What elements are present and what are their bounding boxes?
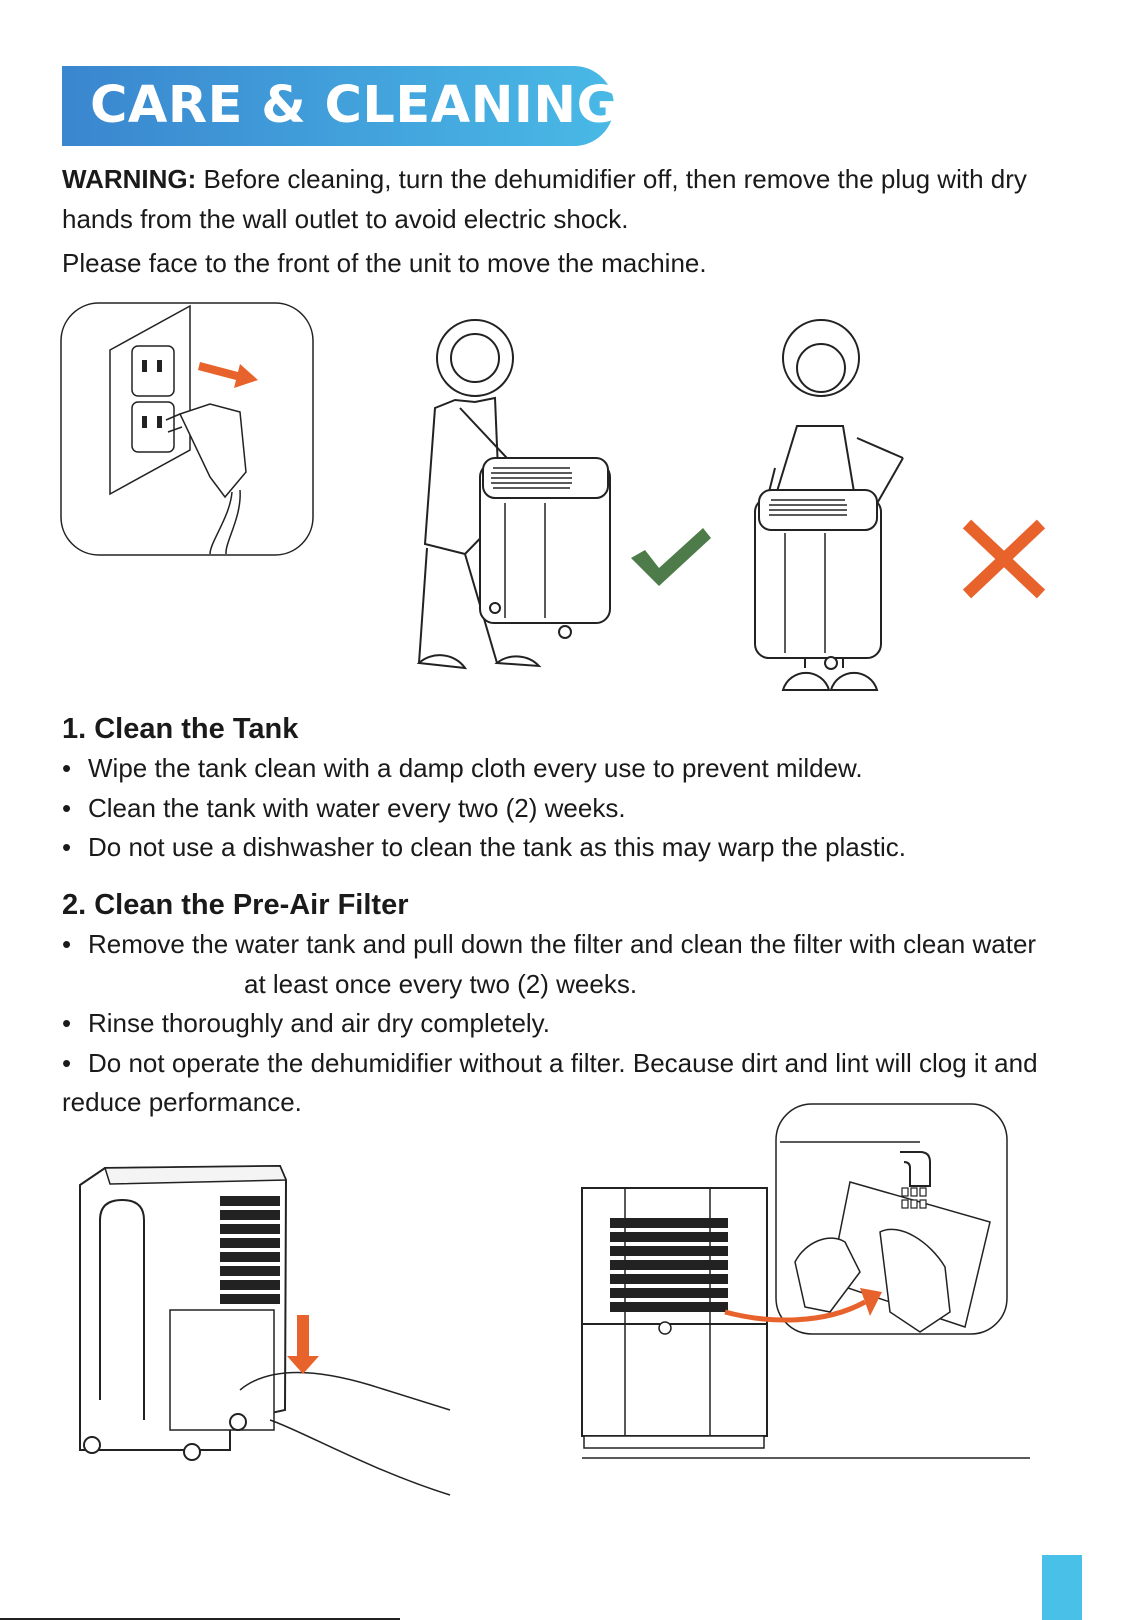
- list-item: •Do not use a dishwasher to clean the ta…: [62, 828, 1102, 868]
- clean-tank-list: •Wipe the tank clean with a damp cloth e…: [62, 749, 1102, 868]
- unplug-illustration: [60, 302, 314, 556]
- bullet: •: [62, 753, 72, 783]
- warning-label: WARNING:: [62, 164, 197, 194]
- bullet: •: [62, 1047, 72, 1078]
- arrow-icon: [724, 1288, 882, 1323]
- title-banner: CARE & CLEANING: [62, 66, 619, 146]
- checkmark-icon: [631, 528, 711, 586]
- arrow-icon: [287, 1315, 319, 1374]
- list-item: •Rinse thoroughly and air dry completely…: [62, 1004, 1102, 1044]
- remove-filter-illustration: [79, 1164, 451, 1496]
- clean-filter-list: •Remove the water tank and pull down the…: [62, 925, 1102, 1123]
- bullet: •: [62, 792, 72, 823]
- list-item: •Clean the tank with water every two (2)…: [62, 789, 1102, 829]
- list-item: •Remove the water tank and pull down the…: [62, 925, 1102, 1004]
- carry-correct-illustration: [416, 319, 711, 670]
- page-tab: [1042, 1555, 1082, 1620]
- rinse-filter-illustration: [581, 1103, 1030, 1459]
- bullet: •: [62, 1008, 72, 1038]
- list-item: •Do not operate the dehumidifier without…: [62, 1044, 1102, 1123]
- section-heading-clean-filter: 2. Clean the Pre-Air Filter: [62, 889, 409, 921]
- divider: [0, 1618, 400, 1620]
- move-note: Please face to the front of the unit to …: [62, 248, 707, 278]
- list-item: •Wipe the tank clean with a damp cloth e…: [62, 749, 1102, 789]
- bullet: •: [62, 929, 72, 959]
- carry-incorrect-illustration: [754, 319, 1046, 691]
- bullet: •: [62, 832, 72, 862]
- warning-paragraph: WARNING: Before cleaning, turn the dehum…: [62, 160, 1102, 239]
- cross-icon: [962, 519, 1046, 599]
- arrow-icon: [198, 362, 258, 388]
- page-title: CARE & CLEANING: [90, 76, 619, 135]
- warning-text: Before cleaning, turn the dehumidifier o…: [62, 164, 1027, 234]
- section-heading-clean-tank: 1. Clean the Tank: [62, 713, 299, 745]
